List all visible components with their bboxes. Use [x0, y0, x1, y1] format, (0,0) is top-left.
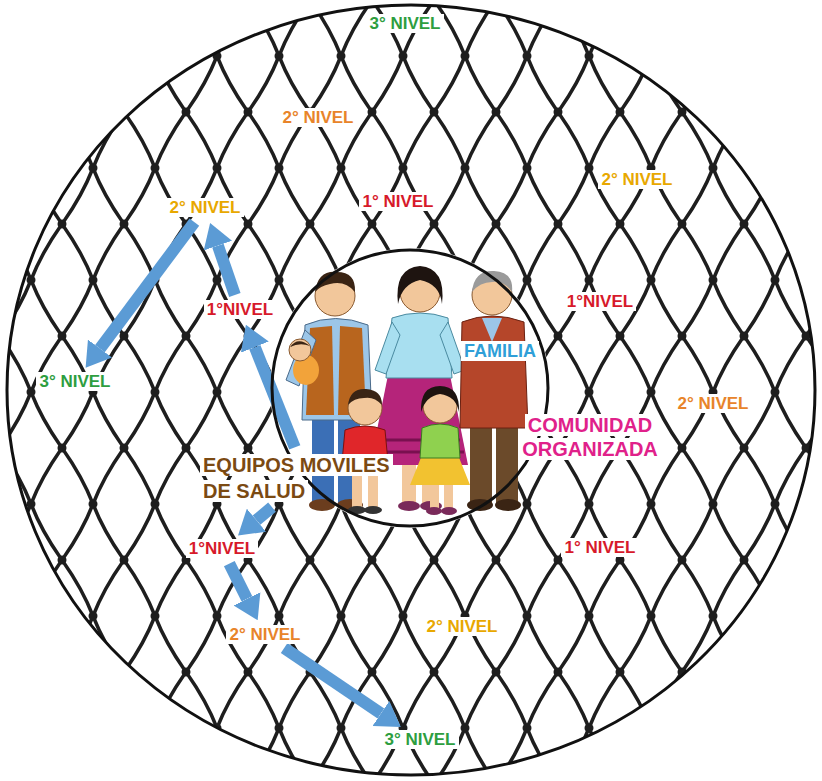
- girl-shoe: [441, 507, 457, 515]
- flow-arrow: [100, 222, 194, 348]
- mother-arm: [375, 322, 400, 374]
- text-line: EQUIPOS MOVILES DE SALUD: [200, 452, 414, 504]
- level-node: 3° NIVEL: [36, 372, 113, 392]
- mother-shoe: [398, 501, 420, 511]
- level-label: 2° NIVEL: [279, 108, 356, 128]
- grandpa-leg: [470, 425, 492, 503]
- team-box: EQUIPOS MOVILES DE SALUD: [200, 452, 414, 504]
- node-text: 2° NIVEL: [166, 198, 243, 217]
- girl-shoe: [426, 507, 442, 515]
- flow-arrow: [284, 648, 381, 714]
- level-node: 1°NIVEL: [186, 539, 258, 559]
- grandpa-collar: [482, 318, 502, 342]
- level-node: 3° NIVEL: [381, 730, 458, 750]
- mother-hair: [397, 266, 442, 304]
- circle-outline: [270, 248, 550, 528]
- node-text: EQUIPOS MOVILES DE SALUD: [200, 454, 393, 502]
- text-line: 2° NIVEL: [226, 625, 303, 645]
- grandpa-shoe: [495, 499, 521, 511]
- grandpa-sweater: [460, 316, 528, 428]
- label-text: 2° NIVEL: [423, 617, 500, 636]
- text-line: 1°NIVEL: [204, 300, 276, 320]
- text-holder: FAMILIA: [461, 341, 539, 363]
- level-node: 2° NIVEL: [166, 198, 243, 218]
- text-line: 3° NIVEL: [381, 730, 458, 750]
- node-text: 2° NIVEL: [226, 625, 303, 644]
- label-text: 2° NIVEL: [598, 170, 675, 189]
- level-node: 2° NIVEL: [226, 625, 303, 645]
- text-line: FAMILIA: [461, 341, 539, 363]
- flow-arrow: [229, 564, 247, 599]
- family-circle: FAMILIA: [270, 248, 550, 528]
- girl-shirt: [420, 424, 460, 458]
- node-text: 1°NIVEL: [186, 539, 258, 558]
- inner-ground: [270, 248, 550, 528]
- node-text: 3° NIVEL: [36, 372, 113, 391]
- level-node: 1°NIVEL: [204, 300, 276, 320]
- circle-border: [272, 250, 548, 526]
- text-line: 1°NIVEL: [186, 539, 258, 559]
- level-label: 1°NIVEL: [564, 292, 636, 312]
- flow-arrow: [218, 246, 235, 295]
- level-label: 2° NIVEL: [423, 617, 500, 637]
- level-label: 2° NIVEL: [598, 170, 675, 190]
- net-circle: [7, 5, 815, 775]
- level-label: 3° NIVEL: [366, 14, 443, 34]
- flow-arrow: [256, 507, 272, 520]
- baby-hair: [290, 341, 310, 347]
- girl-hair: [421, 386, 459, 412]
- girl-skirt: [410, 455, 470, 485]
- level-label: 1° NIVEL: [561, 538, 638, 558]
- boy-hair: [348, 389, 382, 405]
- node-text: 3° NIVEL: [381, 730, 458, 749]
- label-text: COMUNIDAD ORGANIZADA: [519, 414, 661, 460]
- level-label: 1° NIVEL: [359, 192, 436, 212]
- label-text: 2° NIVEL: [279, 108, 356, 127]
- boy-shoe: [364, 506, 382, 514]
- label-text: 3° NIVEL: [366, 14, 443, 33]
- label-text: 2° NIVEL: [674, 394, 751, 413]
- label-text: 1°NIVEL: [564, 292, 636, 311]
- baby-head: [289, 339, 311, 361]
- label-text: 1° NIVEL: [561, 538, 638, 557]
- text-line: 3° NIVEL: [36, 372, 113, 392]
- family-illustration: [286, 266, 528, 515]
- community-label: COMUNIDAD ORGANIZADA: [515, 413, 665, 461]
- node-text: 1°NIVEL: [204, 300, 276, 319]
- label-text: 1° NIVEL: [359, 192, 436, 211]
- text-line: 2° NIVEL: [166, 198, 243, 218]
- level-label: 2° NIVEL: [674, 394, 751, 414]
- outer-ground: [7, 5, 815, 775]
- node-text: FAMILIA: [461, 341, 539, 361]
